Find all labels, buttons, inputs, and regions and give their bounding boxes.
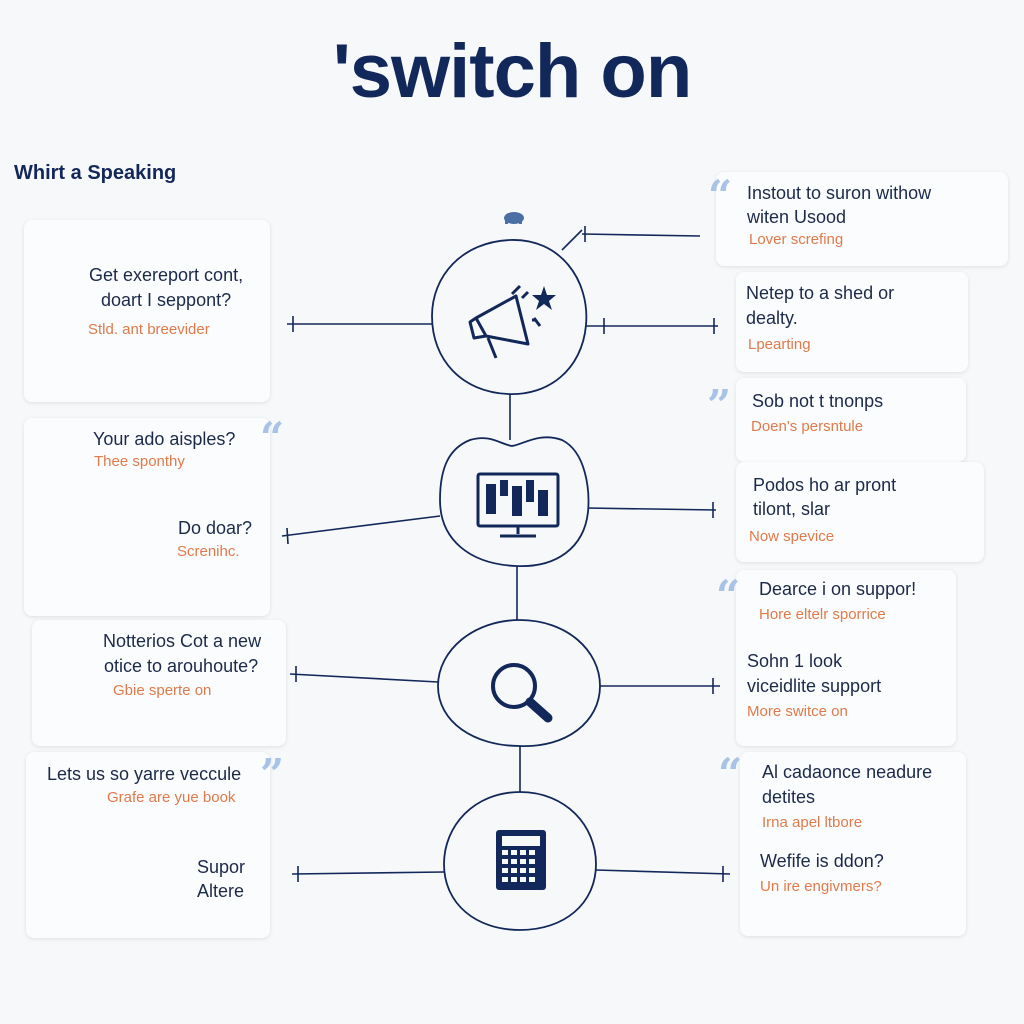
left-card-question: Your ado aisples?: [93, 429, 236, 449]
connector-row4-right: [595, 869, 731, 875]
node-blob-1: [431, 239, 588, 395]
left-card-question: Get exereport cont,: [89, 265, 244, 285]
right-card-subtext: Lpearting: [748, 336, 811, 353]
connector-row2-left: [281, 515, 441, 537]
right-card-1: [716, 172, 1008, 266]
quote-open-icon: “: [718, 749, 743, 798]
right-card-question: Netep to a shed or: [746, 283, 895, 303]
left-card-subtext: Grafe are yue book: [107, 789, 236, 806]
monitor-icon: [476, 472, 560, 538]
connector-row3-left: [289, 673, 439, 683]
right-card-subtext: Hore eltelr sporrice: [759, 606, 886, 623]
left-card-subtext: Gbie sperte on: [113, 682, 212, 699]
right-card-subtext: Now spevice: [749, 528, 835, 545]
left-card-question: Do doar?: [178, 518, 253, 538]
left-card-question: otice to arouhoute?: [104, 656, 259, 676]
left-card-subtext: Thee sponthy: [94, 453, 185, 470]
right-card-question: witen Usood: [747, 207, 847, 227]
right-card-question: Sohn 1 look: [747, 651, 843, 671]
left-card-3: [32, 620, 286, 746]
quote-open-icon: “: [716, 571, 741, 620]
right-card-6: [740, 752, 966, 936]
right-card-subtext: Lover screfing: [749, 231, 844, 248]
right-card-question: Al cadaonce neadure: [762, 762, 933, 782]
right-card-subtext: Doen's persntule: [751, 418, 864, 435]
right-card-3: [736, 378, 966, 462]
left-card-question: Lets us so yarre veccule: [47, 764, 242, 784]
page-title: 'switch on: [332, 29, 693, 114]
connector-tick: [286, 527, 289, 545]
quote-close-icon: ”: [260, 750, 285, 799]
right-card-question: viceidlite support: [747, 676, 882, 696]
left-card-question: Supor: [197, 857, 246, 877]
right-card-question: detites: [762, 787, 816, 807]
left-card-subtext: Screnihc.: [177, 543, 240, 560]
left-card-2: [24, 418, 270, 616]
quote-open-icon: “: [708, 171, 733, 220]
right-card-subtext: Irna apel ltbore: [762, 814, 863, 831]
left-card-subtext: Stld. ant breevider: [88, 321, 210, 338]
left-card-1: [24, 220, 270, 402]
cloud-icon: [504, 212, 524, 224]
section-heading: Whirt a Speaking: [14, 162, 177, 184]
right-card-question: Sob not t tnonps: [752, 391, 884, 411]
megaphone-icon: [468, 284, 542, 359]
left-card-question: Altere: [197, 881, 245, 901]
connector-top-right: [581, 233, 701, 237]
connector-row4-left: [291, 871, 445, 875]
right-card-subtext: More switce on: [747, 703, 848, 720]
left-card-question: Notterios Cot a new: [103, 631, 262, 651]
left-card-4: [26, 752, 270, 938]
right-card-question: Wefife is ddon?: [760, 851, 884, 871]
right-card-question: Dearce i on suppor!: [759, 579, 917, 599]
connector-row2-right: [585, 507, 717, 511]
right-card-question: dealty.: [746, 308, 798, 328]
node-blob-3: [437, 619, 601, 747]
right-card-question: Podos ho ar pront: [753, 475, 897, 495]
right-card-question: tilont, slar: [753, 499, 831, 519]
connector-top-angle: [561, 229, 583, 251]
right-card-subtext: Un ire engivmers?: [760, 878, 882, 895]
right-card-4: [736, 462, 984, 562]
right-card-2: [736, 272, 968, 372]
right-card-question: Instout to suron withow: [747, 183, 932, 203]
quote-close-icon: ”: [707, 381, 732, 430]
right-card-5: [736, 570, 956, 746]
magnifier-icon: [491, 663, 553, 723]
quote-open-icon: “: [260, 413, 285, 462]
star-icon: [532, 286, 556, 310]
calculator-icon: [496, 830, 546, 890]
left-card-question: doart I seppont?: [101, 290, 232, 310]
